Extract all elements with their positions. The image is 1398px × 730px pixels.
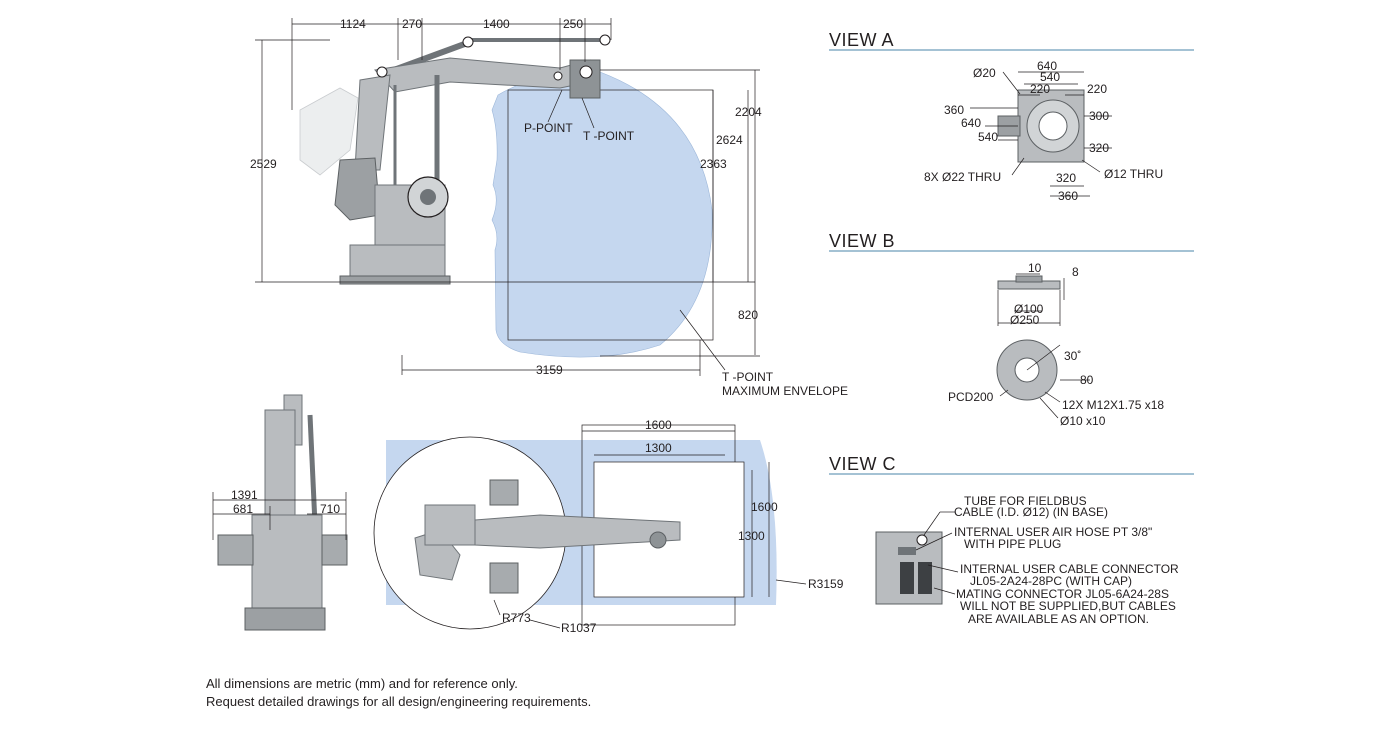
dim-a-320b: 320 bbox=[1056, 171, 1076, 185]
note-air-1: INTERNAL USER AIR HOSE PT 3/8" bbox=[954, 525, 1152, 539]
dim-a-220b: 220 bbox=[1087, 82, 1107, 96]
dim-a-540: 540 bbox=[1040, 70, 1060, 84]
dim-2529: 2529 bbox=[250, 157, 277, 171]
dim-b-m12: 12X M12X1.75 x18 bbox=[1062, 398, 1164, 412]
note-cable-1: INTERNAL USER CABLE CONNECTOR bbox=[960, 562, 1179, 576]
dim-250: 250 bbox=[563, 17, 583, 31]
dim-710: 710 bbox=[320, 502, 340, 516]
dim-r773: R773 bbox=[502, 611, 531, 625]
top-body bbox=[424, 504, 476, 546]
motor-hub bbox=[420, 189, 436, 205]
dim-a-20: Ø20 bbox=[973, 66, 996, 80]
note-cable-4: WILL NOT BE SUPPLIED,BUT CABLES bbox=[960, 599, 1176, 613]
note-cable-5: ARE AVAILABLE AS AN OPTION. bbox=[968, 612, 1149, 626]
front-view: 1391 681 710 bbox=[212, 394, 348, 631]
dim-b-30: 30˚ bbox=[1064, 349, 1081, 363]
flange-boss-b bbox=[1015, 275, 1043, 283]
dim-1300-side: 1300 bbox=[738, 529, 765, 543]
dim-a-thru22: 8X Ø22 THRU bbox=[924, 170, 1001, 184]
footer-line-2: Request detailed drawings for all design… bbox=[206, 694, 592, 709]
view-c-title: VIEW C bbox=[829, 454, 896, 474]
dim-2204: 2204 bbox=[735, 105, 762, 119]
ghost-arm bbox=[299, 87, 359, 176]
cable-connector-2 bbox=[918, 562, 932, 594]
side-view: 1124 270 1400 250 2529 2204 2624 2363 82… bbox=[250, 17, 848, 398]
dim-a-300: 300 bbox=[1089, 109, 1109, 123]
dim-a-640: 640 bbox=[1037, 59, 1057, 73]
left-motor bbox=[217, 534, 254, 566]
fieldbus-port bbox=[916, 534, 928, 546]
dim-b-pcd: PCD200 bbox=[948, 390, 994, 404]
view-b-title: VIEW B bbox=[829, 231, 895, 251]
dim-a-220a: 220 bbox=[1030, 82, 1050, 96]
t-point-label: T -POINT bbox=[583, 129, 635, 143]
air-hose-port bbox=[898, 547, 916, 555]
dim-2624: 2624 bbox=[716, 133, 743, 147]
counterweight bbox=[334, 157, 381, 221]
dim-1600-top: 1600 bbox=[645, 418, 672, 432]
note-air-2: WITH PIPE PLUG bbox=[964, 537, 1061, 551]
cable-connector-1 bbox=[900, 562, 914, 594]
top-view: 1600 1300 1600 1300 R3159 R773 R1037 bbox=[373, 418, 844, 635]
dim-b-10: 10 bbox=[1028, 261, 1042, 275]
dim-2363: 2363 bbox=[700, 157, 727, 171]
note-tube-2: CABLE (I.D. Ø12) (IN BASE) bbox=[954, 505, 1108, 519]
dim-a-640b: 640 bbox=[961, 116, 981, 130]
dim-3159: 3159 bbox=[536, 363, 563, 377]
upper-joint bbox=[462, 36, 474, 48]
top-joint bbox=[599, 34, 611, 46]
note-cable-3: MATING CONNECTOR JL05-6A24-28S bbox=[956, 587, 1169, 601]
dim-b-8: 8 bbox=[1072, 265, 1079, 279]
dim-a-360b: 360 bbox=[1058, 189, 1078, 203]
view-b: VIEW B 10 8 Ø100 Ø250 30˚ 80 PCD200 12X … bbox=[829, 231, 1194, 428]
dim-820: 820 bbox=[738, 308, 758, 322]
lower-arm bbox=[354, 74, 391, 171]
top-wrist bbox=[649, 531, 667, 549]
flange-bore-a bbox=[1038, 111, 1068, 141]
note-tube-1: TUBE FOR FIELDBUS bbox=[964, 494, 1087, 508]
dim-270: 270 bbox=[402, 17, 422, 31]
dim-1391: 1391 bbox=[231, 488, 258, 502]
view-c: VIEW C TUBE FOR FIELDBUS CABLE (I.D. Ø12… bbox=[829, 454, 1194, 626]
footer-line-1: All dimensions are metric (mm) and for r… bbox=[206, 676, 518, 691]
dim-r3159: R3159 bbox=[808, 577, 844, 591]
work-envelope-side bbox=[491, 71, 713, 358]
dim-b-80: 80 bbox=[1080, 373, 1094, 387]
dim-a-320: 320 bbox=[1089, 141, 1109, 155]
wrist-joint bbox=[579, 65, 593, 79]
dim-a-thru12: Ø12 THRU bbox=[1104, 167, 1163, 181]
base-plate bbox=[339, 275, 451, 285]
dim-r1037: R1037 bbox=[561, 621, 597, 635]
p-point-joint bbox=[553, 71, 563, 81]
dim-1600-side: 1600 bbox=[751, 500, 778, 514]
front-base bbox=[244, 607, 326, 631]
dim-1400: 1400 bbox=[483, 17, 510, 31]
dim-a-540b: 540 bbox=[978, 130, 998, 144]
top-motor-lower bbox=[489, 562, 519, 594]
footer-notes: All dimensions are metric (mm) and for r… bbox=[206, 675, 591, 711]
envelope-label-2: MAXIMUM ENVELOPE bbox=[722, 384, 848, 398]
dim-b-10x10: Ø10 x10 bbox=[1060, 414, 1106, 428]
right-motor bbox=[321, 534, 348, 566]
dim-b-100: Ø100 bbox=[1014, 302, 1044, 316]
view-a-title: VIEW A bbox=[829, 30, 894, 50]
front-body bbox=[251, 514, 323, 611]
note-cable-2: JL05-2A24-28PC (WITH CAP) bbox=[970, 574, 1132, 588]
dim-1300-top: 1300 bbox=[645, 441, 672, 455]
dim-a-360: 360 bbox=[944, 103, 964, 117]
dim-b-250: Ø250 bbox=[1010, 313, 1040, 327]
dim-681: 681 bbox=[233, 502, 253, 516]
top-arm bbox=[474, 514, 681, 549]
shoulder-joint bbox=[376, 66, 388, 78]
dim-1124: 1124 bbox=[340, 17, 366, 31]
envelope-label-1: T -POINT bbox=[722, 370, 774, 384]
front-arm bbox=[264, 409, 296, 521]
p-point-label: P-POINT bbox=[524, 121, 573, 135]
top-motor-upper bbox=[489, 479, 519, 506]
view-a: VIEW A Ø20 640 540 220 220 360 640 bbox=[829, 30, 1194, 203]
